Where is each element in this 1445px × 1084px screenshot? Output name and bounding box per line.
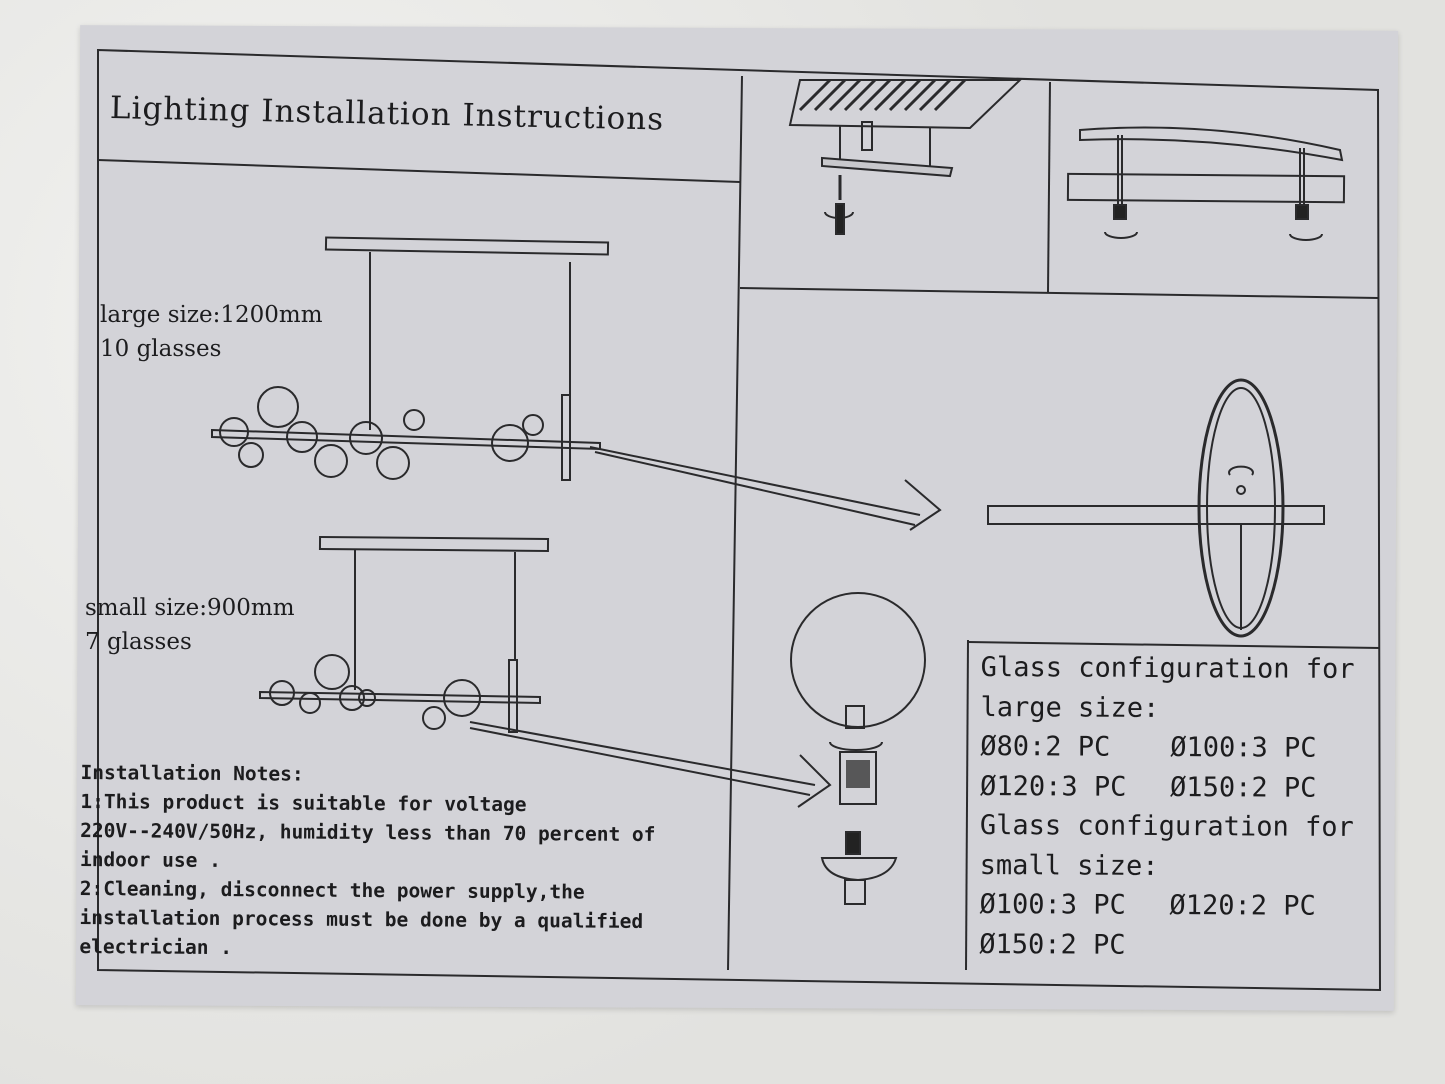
config-item: Ø120:3 PC: [980, 770, 1127, 803]
frame-lines: [97, 48, 1382, 992]
config-item: Ø100:3 PC: [1170, 731, 1317, 764]
small-lamp-drawing: [259, 535, 550, 733]
large-config-heading: Glass configuration for: [980, 652, 1355, 685]
config-item: Ø80:2 PC: [980, 731, 1111, 763]
large-size-glasses: 10 glasses: [100, 336, 222, 362]
glass-globe-detail: [790, 592, 926, 905]
glass-configuration: Glass configuration for large size: Ø80:…: [979, 648, 1361, 966]
installation-notes: Installation Notes: 1:This product is su…: [79, 758, 656, 965]
config-item: Ø150:2 PC: [1170, 771, 1317, 804]
note-line: 2:Cleaning, disconnect the power supply,…: [79, 876, 585, 904]
canopy-bar-diagram: [1066, 126, 1346, 241]
small-size-glasses: 7 glasses: [85, 629, 192, 655]
large-config-subheading: large size:: [980, 691, 1160, 724]
small-config-heading: Glass configuration for: [979, 809, 1354, 843]
ring-connector-detail: [987, 378, 1325, 638]
large-size-label: large size:1200mm 10 glasses: [100, 298, 323, 366]
small-size-dimension: small size:900mm: [85, 595, 295, 621]
config-item: Ø150:2 PC: [979, 928, 1126, 961]
ceiling-mount-diagram: [788, 78, 1023, 235]
config-item: Ø120:2 PC: [1169, 889, 1316, 922]
small-config-subheading: small size:: [979, 849, 1159, 882]
note-line: 1:This product is suitable for voltage: [80, 790, 527, 817]
detail-arrows: [469, 446, 942, 808]
small-size-label: small size:900mm 7 glasses: [85, 591, 295, 659]
config-item: Ø100:3 PC: [979, 888, 1126, 921]
note-line: indoor use .: [79, 848, 221, 872]
note-line: 220V--240V/50Hz, humidity less than 70 p…: [80, 819, 656, 847]
notes-heading: Installation Notes:: [80, 761, 304, 786]
note-line: electrician .: [79, 934, 233, 960]
large-size-dimension: large size:1200mm: [100, 302, 323, 328]
note-line: installation process must be done by a q…: [79, 905, 644, 933]
